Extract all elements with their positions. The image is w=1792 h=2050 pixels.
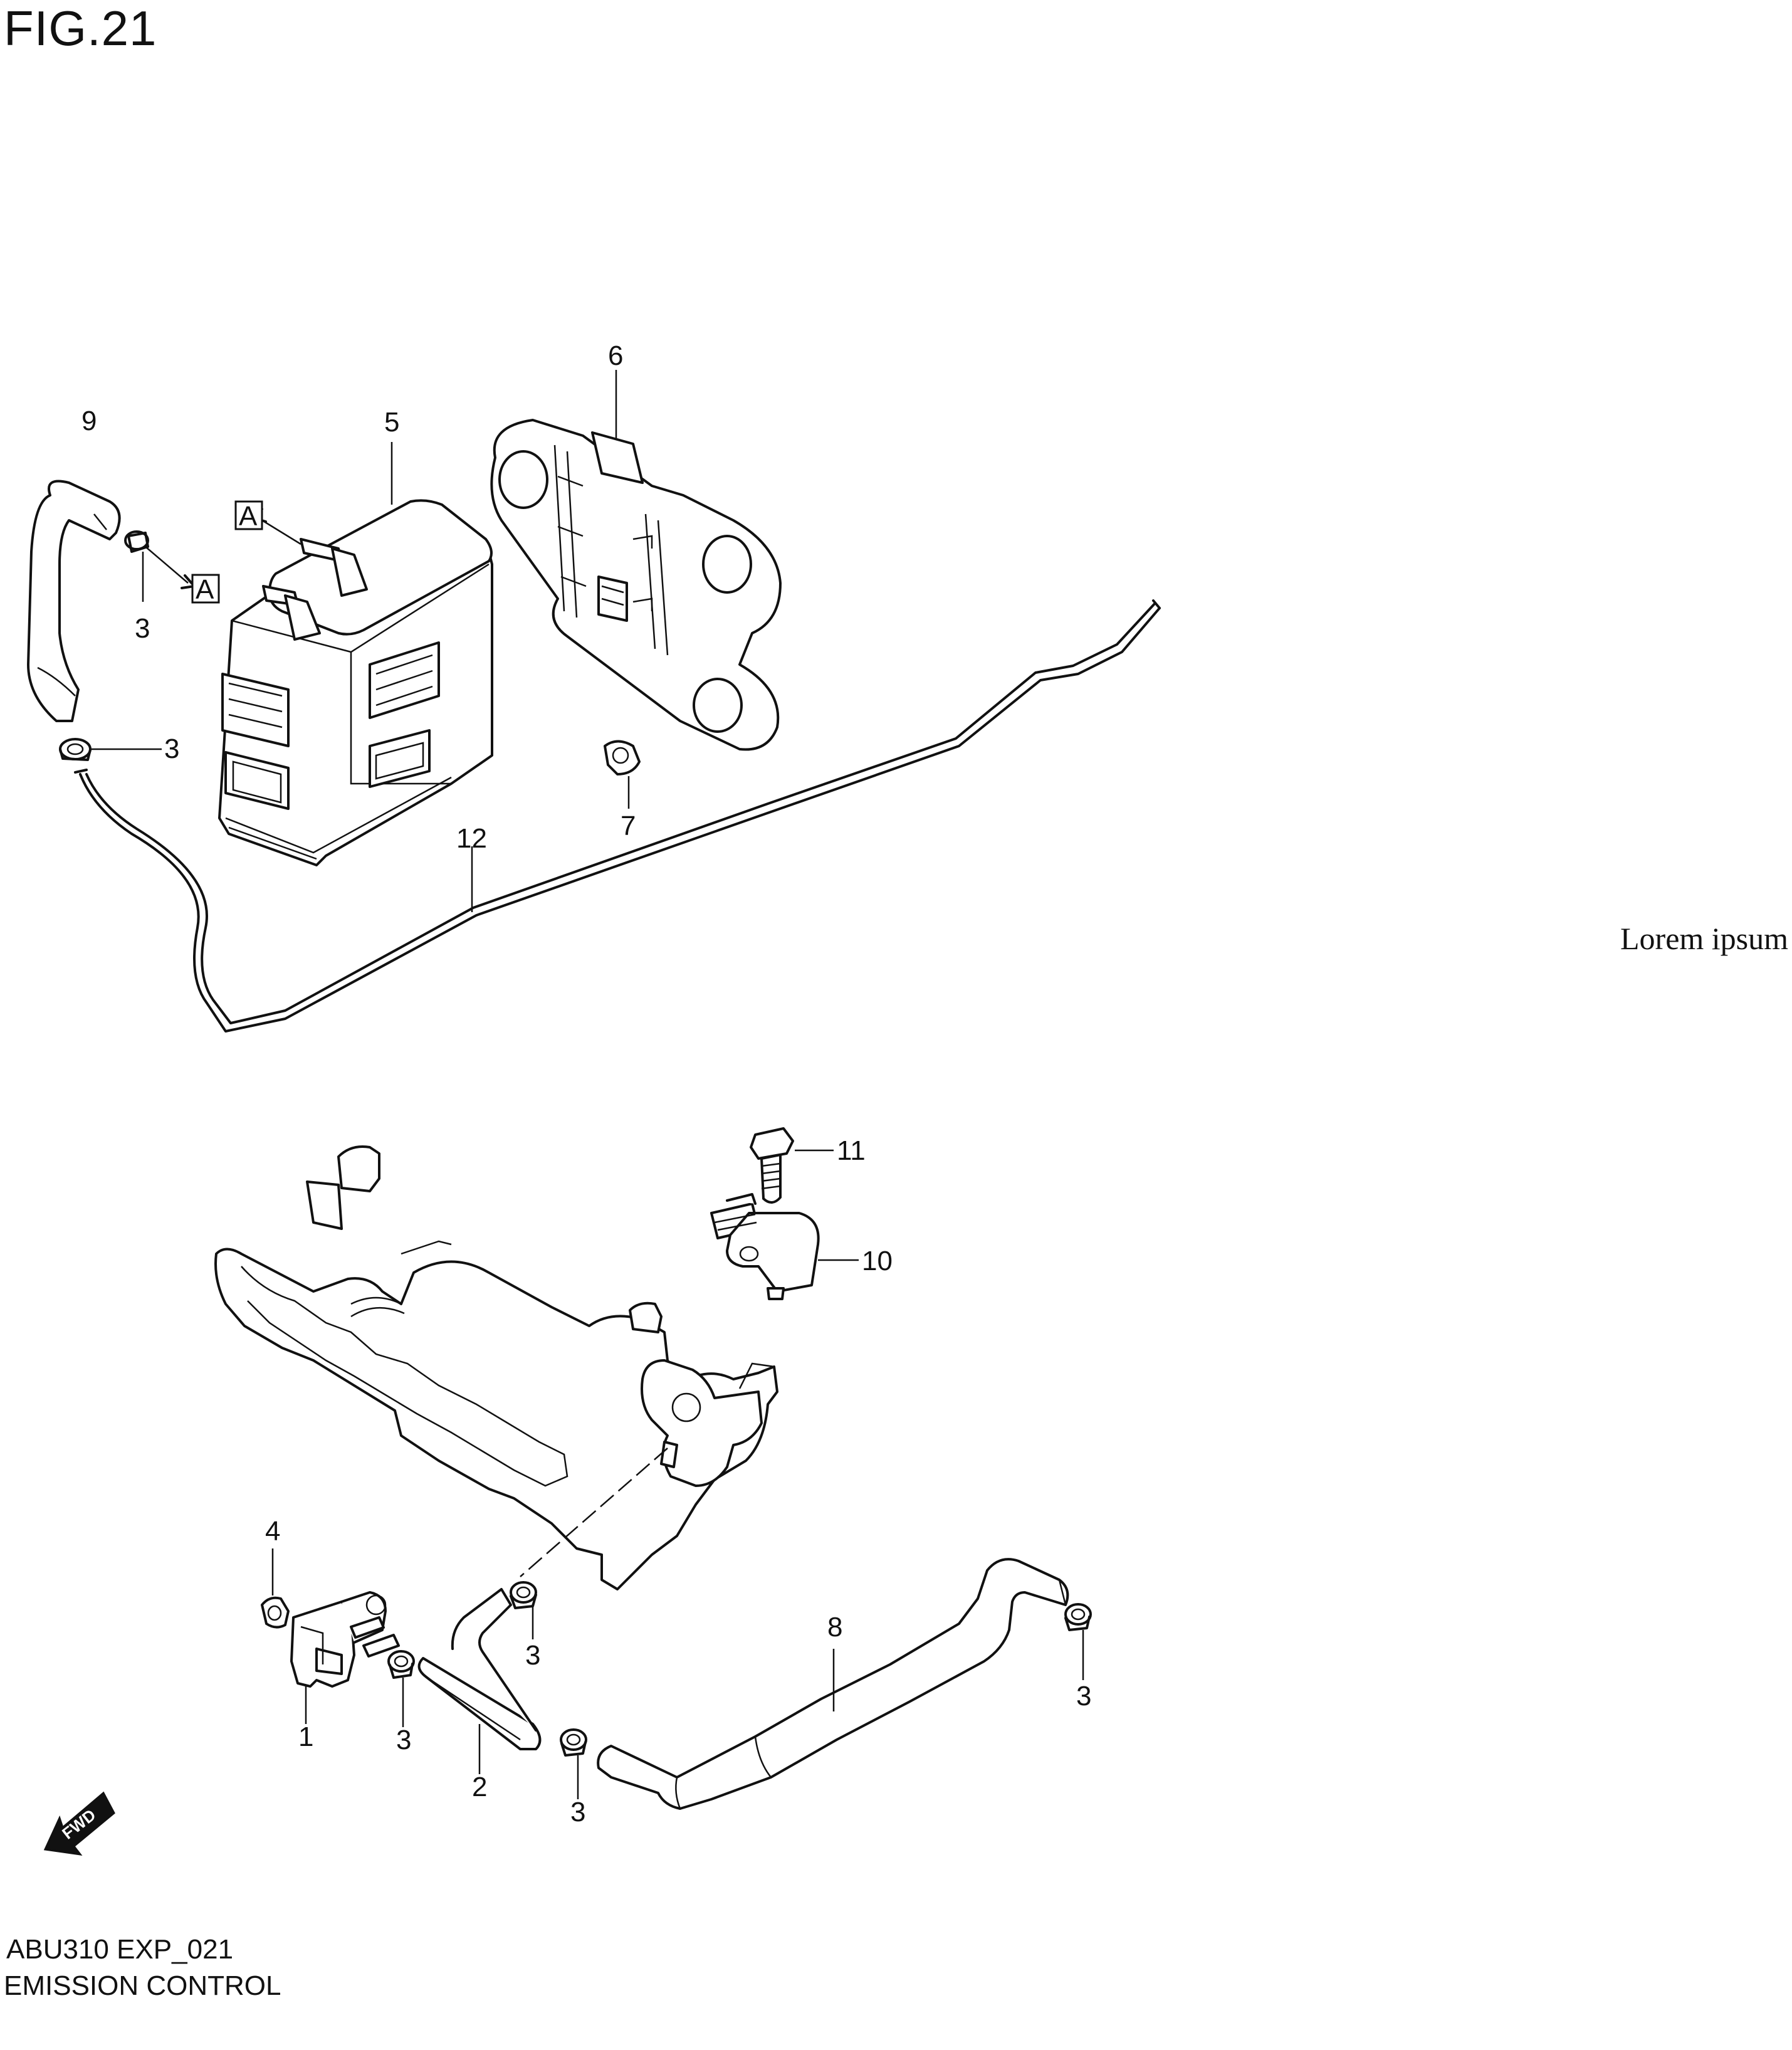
figure-title: FIG.21	[4, 1, 157, 56]
part-3-clamp-e	[560, 1728, 587, 1757]
callout-7: 7	[621, 811, 636, 841]
figure-name: EMISSION CONTROL	[4, 1970, 281, 2001]
callout-11: 11	[837, 1135, 866, 1166]
part-1-valve	[290, 1591, 400, 1688]
callout-6: 6	[608, 340, 623, 371]
callout-3-f: 3	[1076, 1681, 1091, 1711]
callout-10: 10	[862, 1246, 893, 1276]
callout-9: 9	[81, 406, 97, 436]
callout-1: 1	[298, 1721, 313, 1752]
part-5-canister	[218, 499, 493, 866]
fwd-direction-arrow: FWD	[43, 1791, 115, 1856]
part-8-hose	[597, 1558, 1069, 1810]
part-3-clamp-c	[387, 1650, 415, 1679]
part-7-grommet	[604, 740, 641, 775]
part-10-sensor	[710, 1193, 820, 1300]
callout-8: 8	[827, 1612, 842, 1643]
callout-2: 2	[472, 1772, 487, 1802]
part-3-clamp-d	[510, 1581, 537, 1609]
part-4-nut	[261, 1596, 290, 1629]
reference-mark-a-side: A	[191, 574, 220, 605]
callout-12: 12	[456, 823, 487, 854]
svg-text:A: A	[239, 501, 258, 532]
part-12-tube	[79, 607, 1161, 1033]
intake-manifold	[214, 1145, 778, 1590]
part-3-clamp-a	[124, 530, 149, 553]
callout-3-c: 3	[396, 1725, 411, 1755]
part-2-hose	[417, 1588, 542, 1750]
callout-3-a: 3	[135, 613, 150, 644]
part-9-hose	[27, 480, 121, 722]
side-note: Lorem ipsum	[1620, 921, 1789, 956]
callout-3-b: 3	[164, 733, 179, 764]
callout-5: 5	[384, 407, 399, 438]
part-6-bracket	[490, 419, 782, 751]
part-3-clamp-f	[1064, 1603, 1092, 1631]
callout-3-e: 3	[570, 1797, 585, 1827]
callout-3-d: 3	[525, 1640, 540, 1671]
reference-mark-a-top: A	[234, 500, 263, 532]
part-3-clamp-b	[59, 738, 92, 761]
part-11-bolt	[750, 1127, 794, 1204]
connection-dash	[520, 1448, 668, 1577]
figure-code: ABU310 EXP_021	[6, 1934, 234, 1965]
callout-4: 4	[265, 1516, 280, 1547]
svg-text:A: A	[196, 574, 214, 605]
